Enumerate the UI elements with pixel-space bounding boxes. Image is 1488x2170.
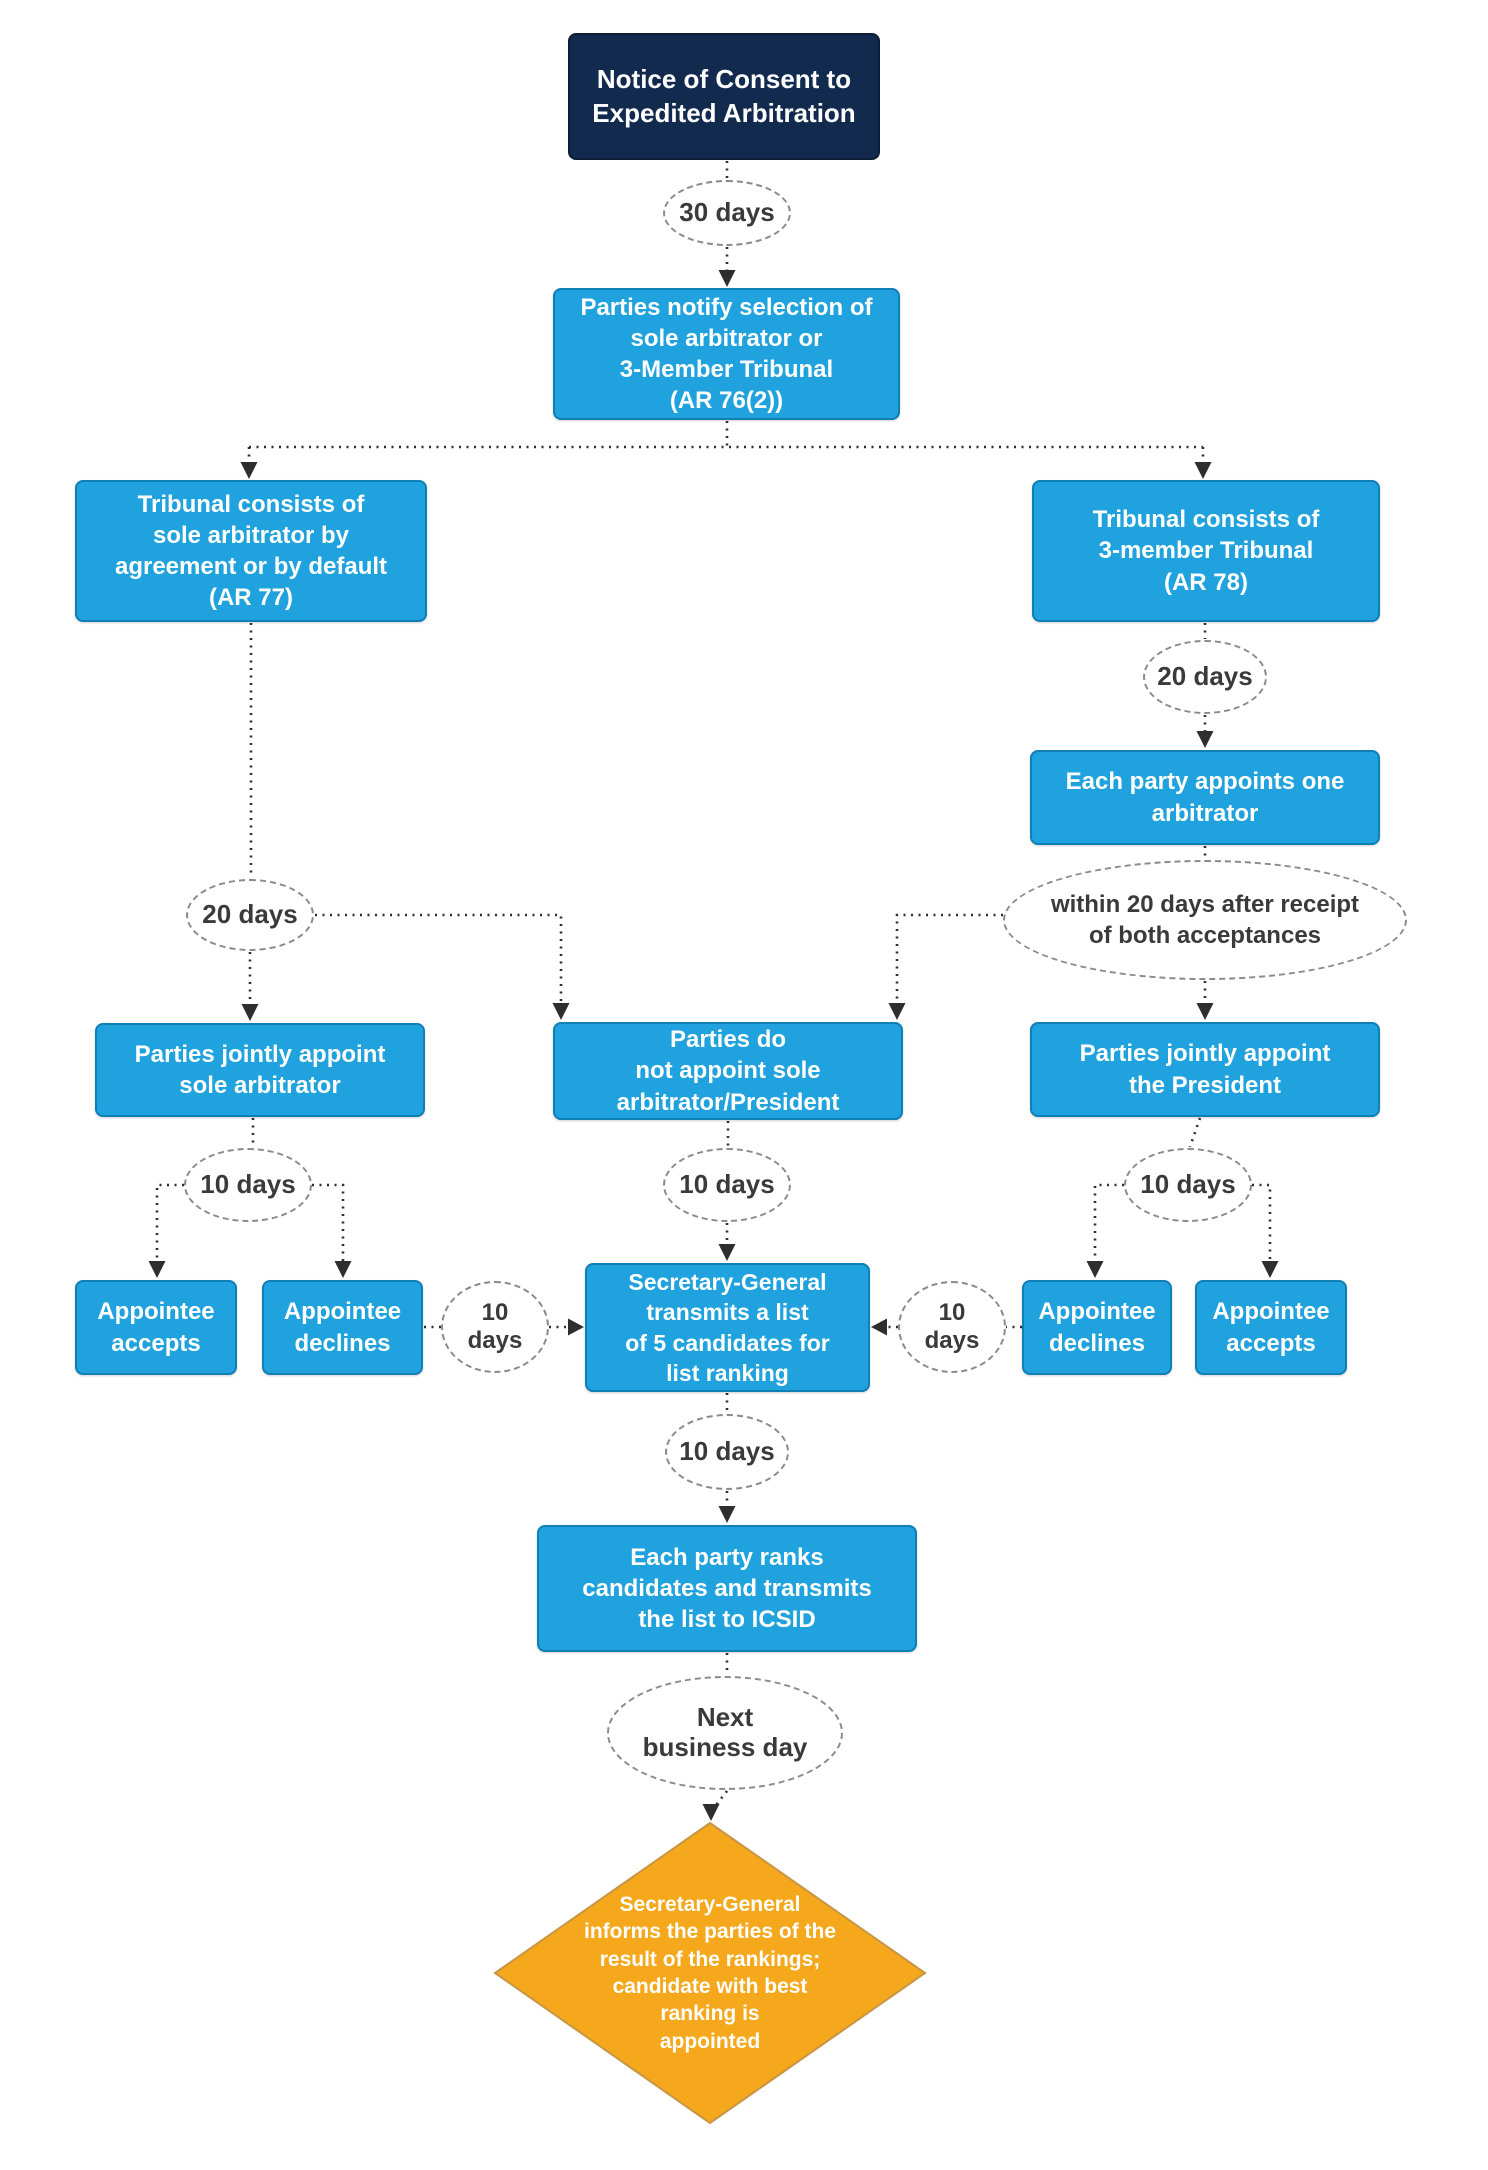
arrowhead — [241, 1004, 259, 1021]
connector — [155, 1183, 184, 1268]
arrowhead — [702, 1804, 720, 1821]
arrowhead — [718, 1506, 736, 1523]
node-parties-notify-selection: Parties notify selection of sole arbitra… — [553, 288, 900, 420]
node-label: Appointee declines — [283, 1298, 402, 1357]
arrowhead — [1196, 731, 1214, 748]
timer-next-business-day: Next business day — [607, 1676, 843, 1790]
arrowhead — [552, 1003, 570, 1020]
connector — [312, 1183, 345, 1268]
timer-label: 10 days — [1140, 1169, 1236, 1200]
timer-label: 20 days — [202, 899, 298, 930]
connector — [1188, 1117, 1202, 1148]
node-label: Tribunal consists of 3-member Tribunal (… — [1092, 506, 1320, 596]
timer-label: 10 days — [679, 1436, 775, 1467]
node-three-member-tribunal: Tribunal consists of 3-member Tribunal (… — [1032, 480, 1380, 622]
node-jointly-appoint-sole-arbitrator: Parties jointly appoint sole arbitrator — [95, 1023, 425, 1117]
node-label: Tribunal consists of sole arbitrator by … — [114, 490, 388, 612]
node-each-party-ranks: Each party ranks candidates and transmit… — [537, 1525, 917, 1652]
node-label: Appointee accepts — [97, 1298, 215, 1357]
timer-10-days-below: 10 days — [665, 1414, 789, 1490]
timer-20-days-left: 20 days — [186, 879, 314, 951]
arrowhead — [718, 270, 736, 287]
node-sg-informs-result: Secretary-General informs the parties of… — [540, 1878, 880, 2068]
arrowhead — [334, 1261, 352, 1278]
node-label: Parties notify selection of sole arbitra… — [580, 293, 873, 415]
node-label: Appointee declines — [1038, 1298, 1156, 1357]
timer-label: 30 days — [679, 197, 775, 228]
timer-within-20-days: within 20 days after receipt of both acc… — [1003, 860, 1407, 980]
connector — [1093, 1183, 1124, 1268]
arrowhead — [1261, 1261, 1279, 1278]
timer-label: 10 days — [924, 1299, 980, 1354]
arrowheads — [148, 270, 1279, 1821]
decision-diamond — [493, 1821, 927, 2125]
arrowhead — [1194, 462, 1212, 479]
node-label: Secretary-General transmits a list of 5 … — [625, 1268, 830, 1386]
connector — [1252, 1183, 1272, 1268]
node-sg-transmits-list: Secretary-General transmits a list of 5 … — [585, 1263, 870, 1392]
node-parties-do-not-appoint: Parties do not appoint sole arbitrator/P… — [553, 1022, 903, 1120]
timer-label: Next business day — [642, 1702, 808, 1762]
timer-label: 20 days — [1157, 661, 1253, 692]
node-label: Appointee accepts — [1212, 1298, 1330, 1357]
arrowhead — [148, 1261, 166, 1278]
node-label: Parties jointly appoint the President — [1079, 1040, 1331, 1099]
arrowhead — [1086, 1261, 1104, 1278]
timer-label: 10 days — [467, 1299, 523, 1354]
timer-label: 10 days — [679, 1169, 775, 1200]
arrowhead — [240, 462, 258, 479]
timer-10-days-small-left: 10 days — [441, 1281, 549, 1373]
node-appointee-declines-left: Appointee declines — [262, 1280, 423, 1375]
arrowhead — [568, 1318, 584, 1336]
connector — [895, 913, 1003, 1012]
node-notice-of-consent: Notice of Consent to Expedited Arbitrati… — [568, 33, 880, 160]
timer-label: within 20 days after receipt of both acc… — [1050, 890, 1360, 949]
node-appointee-declines-right: Appointee declines — [1022, 1280, 1172, 1375]
timer-10-days-center: 10 days — [663, 1148, 791, 1222]
arrowhead — [718, 1244, 736, 1261]
arrowhead — [871, 1318, 887, 1336]
timer-10-days-left: 10 days — [184, 1148, 312, 1222]
connector — [315, 913, 563, 1012]
node-label: Each party appoints one arbitrator — [1065, 768, 1345, 827]
node-label: Each party ranks candidates and transmit… — [582, 1543, 872, 1634]
node-label: Secretary-General informs the parties of… — [583, 1893, 837, 2053]
node-label: Parties jointly appoint sole arbitrator — [134, 1040, 386, 1099]
node-appointee-accepts-left: Appointee accepts — [75, 1280, 237, 1375]
timer-10-days-right: 10 days — [1124, 1148, 1252, 1222]
timer-label: 10 days — [200, 1169, 296, 1200]
arrowhead — [888, 1003, 906, 1020]
arrowhead — [1196, 1003, 1214, 1020]
node-sole-arbitrator-tribunal: Tribunal consists of sole arbitrator by … — [75, 480, 427, 622]
timer-20-days-right: 20 days — [1143, 640, 1267, 714]
node-each-party-appoints: Each party appoints one arbitrator — [1030, 750, 1380, 845]
node-jointly-appoint-president: Parties jointly appoint the President — [1030, 1022, 1380, 1117]
timer-10-days-small-right: 10 days — [898, 1281, 1006, 1373]
node-label: Parties do not appoint sole arbitrator/P… — [616, 1026, 840, 1116]
timer-30-days: 30 days — [663, 180, 791, 246]
node-label: Notice of Consent to Expedited Arbitrati… — [592, 63, 856, 128]
node-appointee-accepts-right: Appointee accepts — [1195, 1280, 1347, 1375]
